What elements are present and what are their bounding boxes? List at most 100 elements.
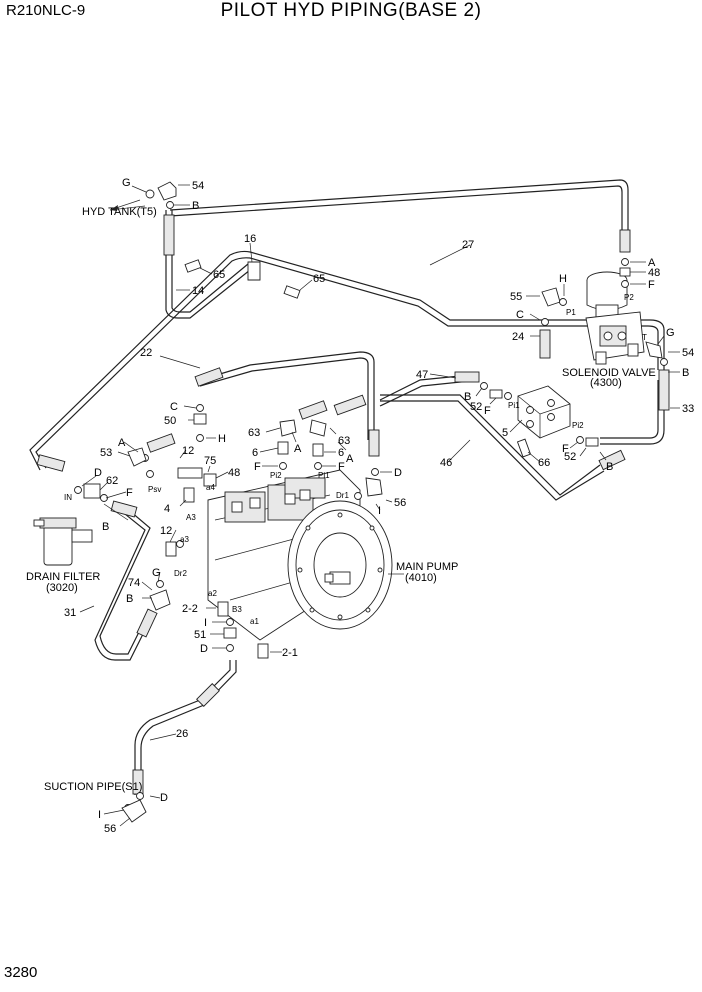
solenoid-valve-assembly	[585, 271, 645, 365]
leader-lines	[79, 184, 680, 827]
callout-2-2: 2-2	[182, 603, 198, 615]
callout-16: 16	[244, 233, 256, 245]
hose-22	[199, 351, 375, 440]
callout-74: 74	[128, 577, 140, 589]
callout-a: A	[118, 437, 126, 449]
page-title: PILOT HYD PIPING(BASE 2)	[220, 0, 482, 21]
callout-65: 65	[213, 269, 225, 281]
hyd-tank-label: HYD TANK(T5)	[82, 206, 157, 218]
callout-c: C	[170, 401, 178, 413]
callout-g: G	[122, 177, 131, 189]
port-a4: a4	[206, 483, 215, 492]
callout-i: I	[378, 505, 381, 517]
callout-51: 51	[194, 629, 206, 641]
callout-48: 48	[648, 267, 660, 279]
port-a3-upper: A3	[186, 513, 196, 522]
callout-5: 5	[502, 427, 508, 439]
callout-50: 50	[164, 415, 176, 427]
callout-f: F	[126, 487, 133, 499]
callout-12: 12	[182, 445, 194, 457]
main-pump-label: MAIN PUMP	[396, 561, 458, 573]
callout-a: A	[648, 257, 656, 269]
callout-b: B	[464, 391, 471, 403]
main-pump-code: (4010)	[405, 572, 437, 584]
callout-63: 63	[248, 427, 260, 439]
callout-f: F	[484, 405, 491, 417]
callout-31: 31	[64, 607, 76, 619]
callout-d: D	[394, 467, 402, 479]
port-labels: P1 P2 T Pi1 Pi2 Pi2 Pi1 Dr1 Psv a4 IN A3…	[64, 293, 647, 626]
port-a2: a2	[208, 589, 217, 598]
callout-i: I	[98, 809, 101, 821]
drain-filter	[33, 517, 93, 566]
callout-12: 12	[160, 525, 172, 537]
callout-b: B	[192, 200, 199, 212]
page-number: 3280	[4, 964, 38, 981]
pipe-33	[600, 380, 665, 445]
callout-f: F	[254, 461, 261, 473]
port-p2: P2	[624, 293, 634, 302]
callout-6: 6	[252, 447, 258, 459]
port-psv: Psv	[148, 485, 161, 494]
valve-block-5	[517, 385, 571, 439]
callout-26: 26	[176, 728, 188, 740]
callout-54: 54	[682, 347, 694, 359]
callout-4: 4	[164, 503, 170, 515]
callout-d: D	[94, 467, 102, 479]
port-pi1: Pi1	[318, 471, 330, 480]
callout-b: B	[126, 593, 133, 605]
callout-f: F	[562, 443, 569, 455]
callout-i: I	[204, 617, 207, 629]
callout-53: 53	[100, 447, 112, 459]
callout-22: 22	[140, 347, 152, 359]
port-b3: B3	[232, 605, 242, 614]
pipe-right-47	[379, 374, 471, 407]
port-pi2: Pi2	[270, 471, 282, 480]
callout-33: 33	[682, 403, 694, 415]
port-dr2: Dr2	[174, 569, 187, 578]
fittings	[74, 181, 668, 823]
callout-62: 62	[106, 475, 118, 487]
callout-a: A	[294, 443, 302, 455]
port-t: T	[642, 333, 647, 342]
port-pi1: Pi1	[508, 401, 520, 410]
callout-h: H	[218, 433, 226, 445]
port-p1: P1	[566, 308, 576, 317]
drain-filter-code: (3020)	[46, 582, 78, 594]
callout-c: C	[516, 309, 524, 321]
port-in: IN	[64, 493, 72, 502]
hose-sleeves	[36, 214, 670, 795]
hose-27	[169, 179, 629, 240]
callout-47: 47	[416, 369, 428, 381]
hose-31	[94, 505, 151, 661]
callout-27: 27	[462, 239, 474, 251]
callout-56: 56	[104, 823, 116, 835]
port-pi2: Pi2	[572, 421, 584, 430]
callout-75: 75	[204, 455, 216, 467]
callout-g: G	[666, 327, 675, 339]
callout-24: 24	[512, 331, 524, 343]
callout-a: A	[346, 453, 354, 465]
callout-48: 48	[228, 467, 240, 479]
callout-h: H	[559, 273, 567, 285]
callout-g: G	[152, 567, 161, 579]
callout-63: 63	[338, 435, 350, 447]
callout-2-1: 2-1	[282, 647, 298, 659]
callout-b: B	[606, 461, 613, 473]
callout-14: 14	[192, 285, 204, 297]
port-a3: a3	[180, 535, 189, 544]
hose-46	[380, 394, 605, 501]
solenoid-valve-label: SOLENOID VALVE	[562, 367, 656, 379]
callout-d: D	[160, 792, 168, 804]
model-code: R210NLC-9	[6, 2, 86, 19]
callout-b: B	[682, 367, 689, 379]
part-callouts: G 54 B 16 65 14 65 27 A 48 F H 55 C 24 G…	[64, 177, 694, 835]
callout-52: 52	[470, 401, 482, 413]
callout-55: 55	[510, 291, 522, 303]
suction-pipe-label: SUCTION PIPE(S1)	[44, 781, 142, 793]
callout-54: 54	[192, 180, 204, 192]
main-pump	[207, 469, 393, 641]
callout-d: D	[200, 643, 208, 655]
callout-65: 65	[313, 273, 325, 285]
